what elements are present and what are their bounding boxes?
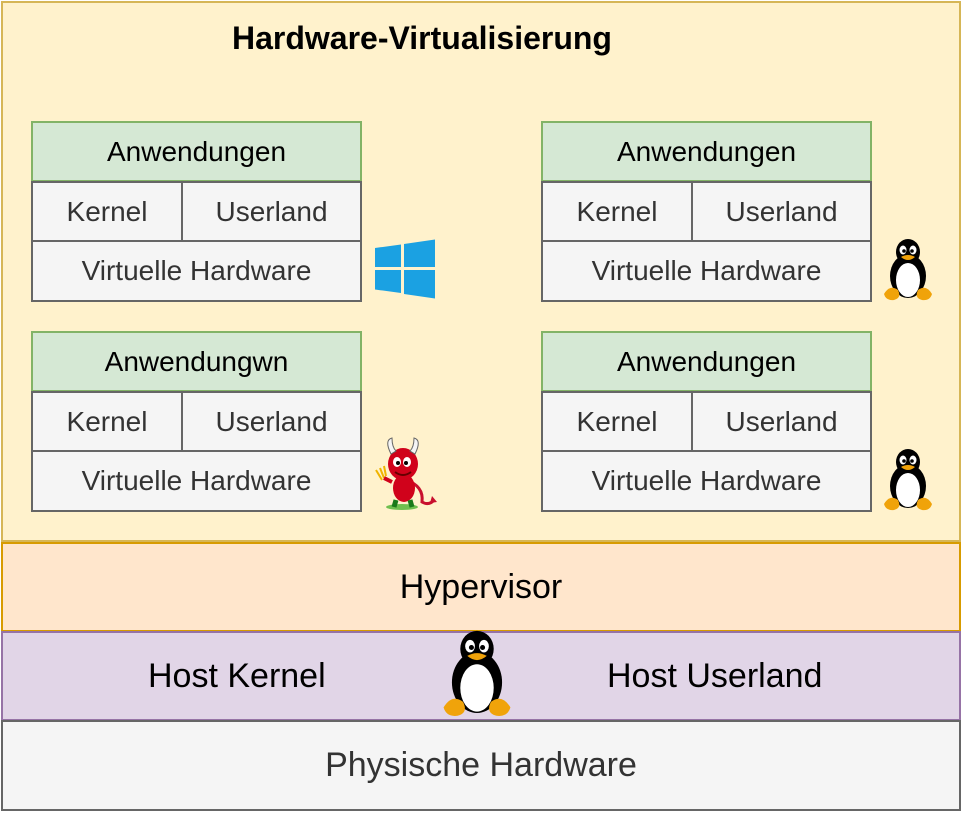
userland-box: Userland xyxy=(181,181,362,242)
kernel-box: Kernel xyxy=(31,391,183,452)
freebsd-daemon-icon xyxy=(372,436,438,512)
userland-box: Userland xyxy=(691,181,872,242)
userland-box: Userland xyxy=(691,391,872,452)
windows-logo-icon xyxy=(374,238,436,300)
userland-box: Userland xyxy=(181,391,362,452)
linux-tux-icon xyxy=(880,238,936,302)
host-kernel-label: Host Kernel xyxy=(148,657,326,695)
applications-box: Anwendungen xyxy=(541,331,872,392)
kernel-box: Kernel xyxy=(541,181,693,242)
applications-box: Anwendungwn xyxy=(31,331,362,392)
applications-box: Anwendungen xyxy=(31,121,362,182)
virtual-hardware-box: Virtuelle Hardware xyxy=(541,240,872,302)
linux-tux-icon xyxy=(438,628,516,720)
kernel-box: Kernel xyxy=(31,181,183,242)
applications-box: Anwendungen xyxy=(541,121,872,182)
hypervisor-layer: Hypervisor xyxy=(1,542,961,632)
virtual-hardware-box: Virtuelle Hardware xyxy=(541,450,872,512)
kernel-box: Kernel xyxy=(541,391,693,452)
virtual-hardware-box: Virtuelle Hardware xyxy=(31,450,362,512)
diagram-title: Hardware-Virtualisierung xyxy=(232,20,612,56)
linux-tux-icon xyxy=(880,448,936,512)
virtual-hardware-box: Virtuelle Hardware xyxy=(31,240,362,302)
physical-hardware-layer: Physische Hardware xyxy=(1,720,961,811)
host-userland-label: Host Userland xyxy=(607,657,823,695)
